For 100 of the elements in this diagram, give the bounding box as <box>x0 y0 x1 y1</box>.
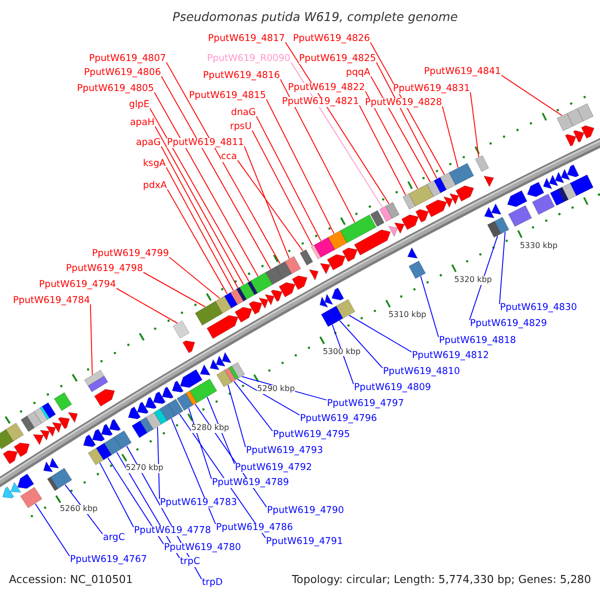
gene-label: pqqA <box>346 68 370 78</box>
gene-label: ksgA <box>143 158 166 169</box>
gene-block <box>408 184 434 206</box>
scale-label: 5300 kbp <box>322 348 361 356</box>
gene-symbol <box>401 214 419 230</box>
gene-block <box>54 392 72 411</box>
leader-line <box>107 457 164 544</box>
gene-label: PputW619_4778 <box>134 526 211 536</box>
gene-label: PputW619_4792 <box>235 462 312 473</box>
leader-line <box>470 92 480 158</box>
gene-symbol <box>137 402 149 414</box>
gene-block <box>194 301 223 326</box>
gene-label: trpD <box>202 578 223 588</box>
leader-line <box>290 62 383 208</box>
gene-block <box>284 256 302 274</box>
gene-label: rpsU <box>230 122 252 132</box>
gene-block <box>20 486 42 508</box>
gene-label: PputW619_4809 <box>354 382 431 393</box>
gene-label: PputW619_4783 <box>160 498 237 508</box>
gene-block <box>96 442 112 460</box>
gene-symbol <box>450 193 459 205</box>
leader-line <box>166 62 281 264</box>
gene-symbol <box>565 134 576 146</box>
gene-block <box>402 193 416 210</box>
gene-symbol <box>2 450 18 464</box>
gene-label: PputW619_4807 <box>89 54 166 64</box>
gene-label: PputW619_4793 <box>246 446 323 456</box>
gene-block <box>230 288 244 305</box>
gene-symbol <box>17 474 34 489</box>
gene-symbol <box>58 417 70 430</box>
gene-label: PputW619_4795 <box>273 430 350 440</box>
gene-label: apaG <box>136 138 161 148</box>
gene-symbol <box>216 356 226 367</box>
gene-symbol <box>491 204 502 215</box>
gene-block <box>216 370 232 388</box>
gene-symbol <box>109 418 121 431</box>
gene-block <box>494 216 510 234</box>
gene-label: PputW619_4806 <box>84 68 161 78</box>
leader-line <box>90 304 93 376</box>
gene-label: PputW619_4826 <box>293 34 370 44</box>
gene-label: PputW619_4818 <box>439 336 516 346</box>
gene-block <box>190 378 218 403</box>
gene-block <box>215 296 232 314</box>
gene-block <box>556 113 574 132</box>
gene-block <box>566 108 584 126</box>
gene-label: PputW619_4780 <box>164 542 241 553</box>
gene-label: PputW619_4816 <box>203 70 280 81</box>
gene-symbol <box>554 172 564 184</box>
gene-block <box>328 230 348 250</box>
title: Pseudomonas putida W619, complete genome <box>172 11 458 24</box>
gene-block <box>300 249 314 266</box>
gene-block <box>6 422 24 442</box>
leader-line <box>188 408 212 480</box>
gene-block <box>186 390 198 406</box>
gene-label: apaH <box>130 118 154 128</box>
leader-line <box>166 188 228 294</box>
gene-block <box>140 416 154 434</box>
gene-symbol <box>145 396 157 409</box>
gene-symbol <box>407 247 418 258</box>
gene-label: PputW619_4828 <box>365 98 442 108</box>
gene-label: PputW619_4797 <box>327 398 404 409</box>
leader-line <box>206 396 235 464</box>
gene-block <box>576 103 594 122</box>
gene-block <box>104 436 122 456</box>
gene-symbol <box>92 428 105 442</box>
gene-label: PputW619_4841 <box>424 66 501 77</box>
gene-block <box>508 205 532 227</box>
gene-block <box>168 398 184 416</box>
leader-line <box>166 166 234 291</box>
gene-symbol <box>320 296 328 308</box>
leader-line <box>376 62 438 179</box>
gene-symbol <box>388 226 398 237</box>
gene-block <box>562 182 577 200</box>
gene-symbol <box>320 263 330 274</box>
leader-line <box>34 503 70 556</box>
gene-symbol <box>32 434 44 445</box>
gene-block <box>434 177 447 194</box>
gene-label: PputW619_4784 <box>13 296 90 306</box>
gene-symbol <box>444 196 453 208</box>
gene-symbol <box>292 276 308 290</box>
gene-label: PputW619_4831 <box>393 84 470 94</box>
gene-block <box>88 448 104 466</box>
leader-line <box>420 276 439 338</box>
leader-line <box>170 418 216 524</box>
gene-symbol <box>394 222 405 234</box>
gene-label: PputW619_4791 <box>266 536 343 547</box>
gene-symbol <box>14 442 30 458</box>
gene-block <box>440 172 456 190</box>
gene-symbol <box>94 389 115 407</box>
gene-label: PputW619_4817 <box>208 34 285 44</box>
gene-label: PputW619_4796 <box>300 414 377 424</box>
scale-label: 5310 kbp <box>388 311 426 320</box>
leader-line <box>332 324 354 384</box>
gene-symbol <box>507 190 528 208</box>
gene-label: PputW619_4789 <box>212 478 289 488</box>
gene-symbol <box>581 125 594 139</box>
gene-symbol <box>83 434 96 447</box>
gene-label: PputW619_4794 <box>39 280 116 290</box>
leader-line <box>284 42 390 204</box>
leader-line <box>154 92 258 277</box>
